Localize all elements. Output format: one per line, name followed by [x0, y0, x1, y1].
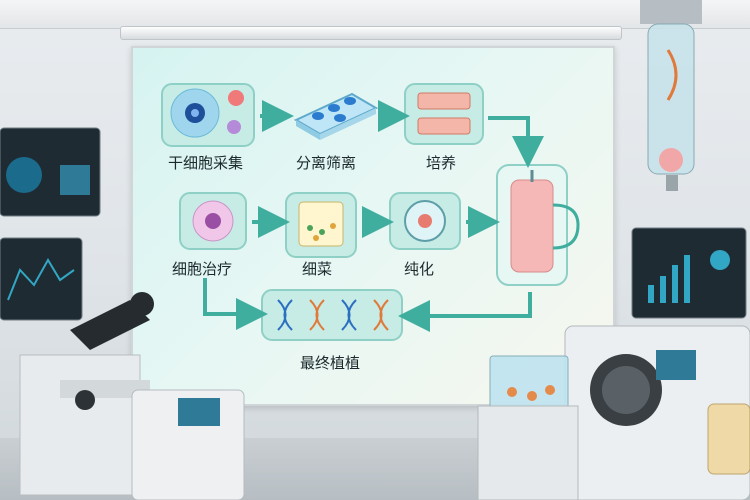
step-box-separate [293, 92, 379, 140]
step-box-culture [404, 83, 484, 145]
specimen-jar [707, 403, 750, 475]
screen-rail [120, 26, 622, 40]
monitor-left-bottom [0, 237, 83, 321]
arrow-therapy-loop [203, 278, 268, 330]
label-therapy: 细胞治疗 [172, 260, 233, 278]
monitor-right [631, 227, 747, 319]
label-purify: 纯化 [404, 260, 435, 278]
step-box-bioreactor [496, 164, 580, 286]
label-collect: 干细胞采集 [168, 154, 244, 172]
label-culture: 培养 [426, 154, 457, 172]
label-expand: 细菜 [302, 260, 333, 278]
step-box-expand [285, 192, 357, 258]
monitor-left-top [0, 127, 101, 217]
label-transplant: 最终植植 [300, 354, 361, 372]
arrow-bioreactor-transplant [398, 292, 532, 332]
step-box-therapy [179, 192, 247, 250]
arrow-culture-bioreactor [488, 116, 544, 168]
step-box-purify [389, 192, 461, 250]
label-separate: 分离筛离 [296, 154, 357, 172]
step-box-collect [161, 83, 255, 147]
analyzer-machine [131, 389, 245, 500]
sample-tank [477, 355, 579, 500]
incubator-machine [564, 325, 750, 500]
microscope [19, 292, 154, 496]
dispensing-column [640, 0, 702, 191]
